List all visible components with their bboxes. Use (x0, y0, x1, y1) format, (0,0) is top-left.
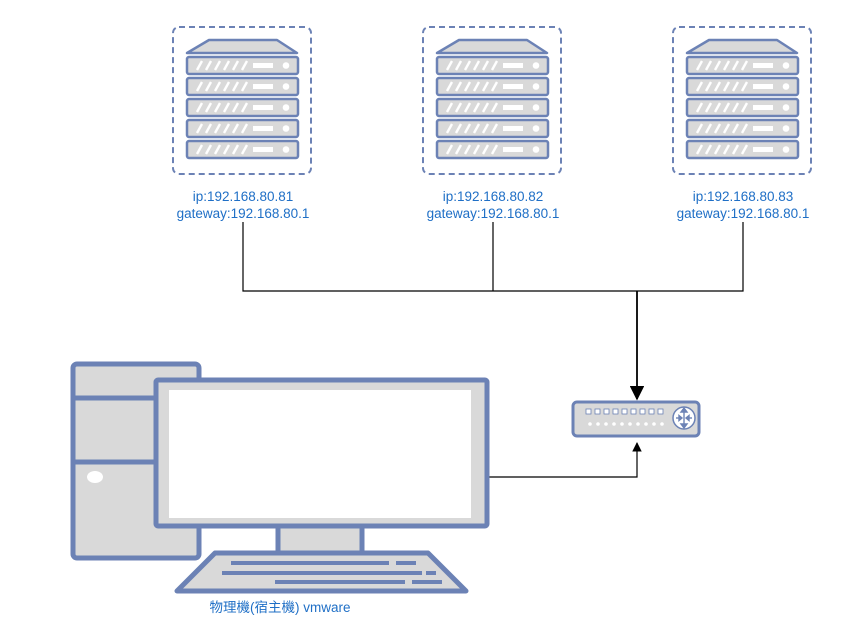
server-2-gateway: gateway:192.168.80.1 (426, 206, 560, 221)
server-unit (685, 76, 800, 97)
server-unit (185, 55, 300, 76)
server-unit (435, 97, 550, 118)
server-2-label: ip:192.168.80.82 gateway:192.168.80.1 (408, 188, 578, 222)
connector-server-3 (637, 222, 744, 292)
monitor-screen (169, 390, 471, 518)
server-1-gateway: gateway:192.168.80.1 (176, 206, 310, 221)
server-unit (435, 139, 550, 160)
server-unit (185, 139, 300, 160)
server-1-label: ip:192.168.80.81 gateway:192.168.80.1 (158, 188, 328, 222)
server-rack-icon (422, 26, 562, 175)
server-unit (435, 76, 550, 97)
server-unit (685, 97, 800, 118)
server-1-ip: ip:192.168.80.81 (192, 189, 294, 204)
server-rack-icon (172, 26, 312, 175)
server-unit (685, 55, 800, 76)
server-unit (685, 139, 800, 160)
connector-host-to-switch (488, 442, 642, 478)
host-label: 物理機(宿主機) vmware (209, 600, 351, 615)
server-3-gateway: gateway:192.168.80.1 (676, 206, 810, 221)
server-rack-icon (672, 26, 812, 175)
server-unit (435, 118, 550, 139)
connectors (242, 222, 744, 478)
server-unit (185, 76, 300, 97)
server-unit (185, 97, 300, 118)
server-unit (685, 118, 800, 139)
server-3-ip: ip:192.168.80.83 (692, 189, 794, 204)
server-unit (185, 118, 300, 139)
server-unit (435, 55, 550, 76)
connector-server-1 (242, 222, 637, 292)
server-3-label: ip:192.168.80.83 gateway:192.168.80.1 (658, 188, 828, 222)
desktop-computer-icon (70, 361, 490, 594)
server-2-ip: ip:192.168.80.82 (442, 189, 544, 204)
network-switch-icon (571, 400, 701, 438)
server-group (172, 26, 812, 175)
